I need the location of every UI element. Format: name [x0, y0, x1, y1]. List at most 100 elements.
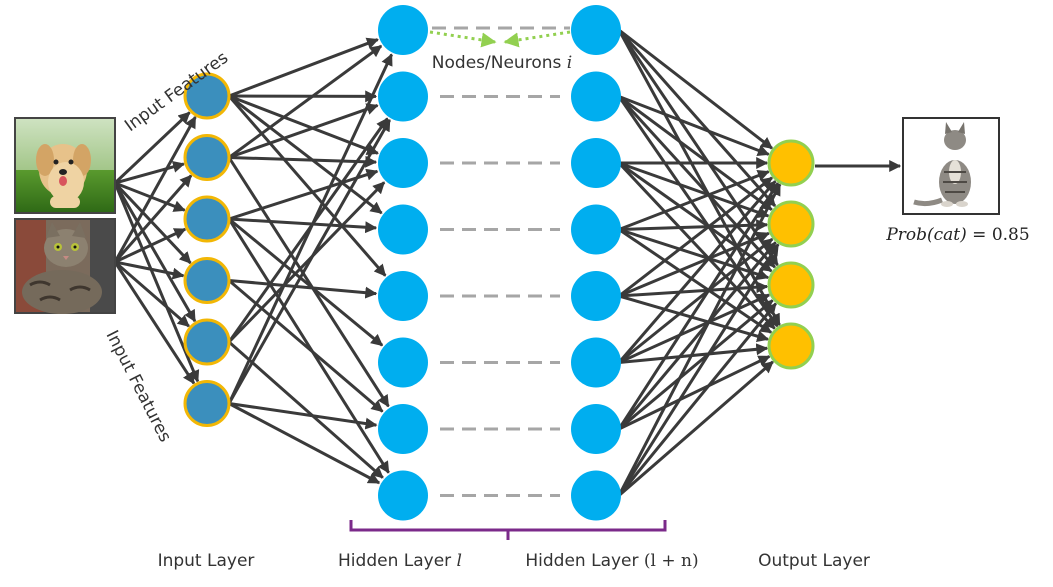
input-node [183, 134, 231, 181]
hidden-ln-node [571, 337, 621, 388]
hidden-l-node [378, 5, 428, 55]
hidden-to-output-edge [617, 302, 777, 497]
photo-to-input-edge [113, 174, 193, 263]
hidden-layer-dashes [432, 26, 570, 497]
hidden-to-output-edge [618, 161, 770, 219]
hidden-ln-node [571, 5, 621, 55]
hidden-l-node [378, 404, 428, 454]
input-to-hidden-edge [228, 402, 378, 430]
output-layer-label: Output Layer [758, 551, 870, 571]
probability-label: Prob(cat) = 0.85 [885, 225, 1029, 245]
input-to-hidden-edge [228, 279, 378, 299]
hidden-to-output-edge [618, 28, 773, 150]
input-layer-label: Input Layer [158, 551, 255, 571]
hidden-to-output-edge [618, 237, 774, 364]
output-node [767, 261, 815, 309]
input-node [183, 318, 231, 366]
input-to-hidden-edge [228, 37, 379, 98]
input-to-hidden-edge [228, 94, 383, 215]
photo-to-input-edge [114, 227, 187, 264]
hidden-to-output-edge [618, 95, 773, 211]
input-node [183, 257, 231, 304]
neuron-link-arrows [429, 30, 571, 48]
hidden-to-output-edge [618, 360, 774, 497]
photo-to-input-edge [113, 182, 200, 383]
hidden-to-output-edge [617, 183, 782, 497]
hidden-layer-l-label: Hidden Layer l [338, 551, 462, 571]
input-to-hidden-edge [227, 181, 386, 344]
network-nodes [183, 5, 815, 521]
input-to-hidden-edge [228, 217, 384, 347]
input-to-hidden-edge [227, 53, 393, 405]
photo-to-input-edge [113, 181, 192, 265]
nodes-neurons-label: Nodes/Neurons i [432, 53, 572, 73]
input-to-hidden-edge [227, 156, 390, 408]
input-node [183, 72, 231, 120]
hidden-ln-node [571, 404, 621, 454]
hidden-to-output-edge [618, 219, 769, 232]
input-to-hidden-edge [227, 95, 387, 277]
photo-to-input-edge [114, 260, 185, 280]
hidden-ln-node [571, 71, 621, 122]
hidden-l-node [378, 71, 428, 122]
input-to-hidden-edge [228, 103, 379, 159]
hidden-l-node [378, 337, 428, 388]
hidden-l-node [378, 271, 428, 321]
dog-photo [14, 117, 116, 214]
hidden-to-output-edge [617, 161, 776, 330]
cat-sitting-photo [902, 117, 1000, 215]
hidden-ln-node [571, 204, 621, 255]
hidden-to-output-edge [618, 176, 773, 298]
hidden-to-output-edge [617, 243, 780, 497]
hidden-l-node [378, 470, 428, 521]
input-to-hidden-edge [228, 217, 378, 234]
input-to-hidden-edge [228, 44, 383, 159]
input-to-hidden-edge [227, 118, 391, 405]
hidden-layers-bracket [349, 520, 667, 540]
hidden-ln-node [571, 271, 621, 321]
hidden-to-output-edge [618, 169, 770, 231]
input-node [183, 195, 231, 243]
input-features-bottom-label: Input Features [102, 327, 176, 445]
input-node [183, 380, 231, 427]
cat-photo [14, 218, 116, 314]
hidden-to-output-edge [617, 241, 777, 430]
photo-to-input-edge [114, 260, 190, 328]
input-to-hidden-edge [228, 94, 379, 156]
connection-edges [113, 28, 782, 497]
hidden-to-output-edge [618, 299, 774, 431]
hidden-to-output-edge [618, 95, 770, 157]
output-node [767, 200, 815, 248]
hidden-to-output-edge [617, 95, 776, 269]
hidden-to-output-edge [618, 228, 773, 334]
input-to-hidden-edge [228, 155, 378, 168]
hidden-to-output-edge [617, 29, 781, 326]
hidden-ln-node [571, 138, 621, 188]
input-to-hidden-edge [228, 168, 379, 221]
hidden-to-output-edge [618, 293, 771, 364]
photo-to-input-edge [113, 111, 191, 185]
hidden-layer-ln-label: Hidden Layer (l + n) [525, 551, 698, 571]
hidden-to-output-edge [617, 182, 780, 430]
output-node [767, 139, 815, 187]
photo-to-input-edge [113, 261, 196, 385]
hidden-l-node [378, 204, 428, 255]
hidden-to-output-edge [618, 228, 770, 281]
hidden-to-output-edge [618, 355, 771, 431]
input-to-hidden-edge [227, 218, 390, 474]
hidden-to-output-edge [618, 294, 770, 343]
photo-to-input-edge [113, 182, 197, 323]
input-to-hidden-edge [228, 402, 381, 485]
hidden-to-output-edge [618, 231, 770, 298]
hidden-to-output-edge [617, 29, 777, 208]
hidden-to-output-edge [617, 180, 777, 364]
hidden-to-output-edge [618, 281, 769, 298]
output-node [767, 322, 815, 370]
input-to-hidden-edge [228, 340, 384, 479]
input-to-hidden-edge [228, 279, 384, 413]
hidden-l-node [378, 138, 428, 188]
hidden-ln-node [571, 470, 621, 521]
photo-to-input-edge [113, 115, 197, 263]
photo-to-input-edge [114, 161, 186, 185]
